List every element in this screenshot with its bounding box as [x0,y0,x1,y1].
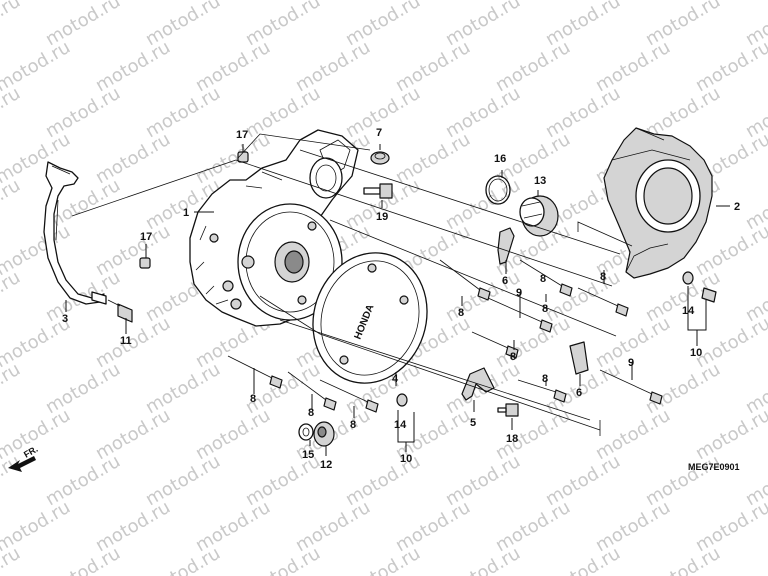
part-1-crankcase-cover[interactable] [189,129,359,327]
callout-c8c: 8 [350,419,356,431]
watermark-text: motod.ru [342,543,424,576]
callout-c19: 19 [376,211,388,223]
watermark-text: motod.ru [0,543,24,576]
callout-c8i: 8 [540,273,546,285]
part-16-o-ring[interactable] [485,175,511,205]
callout-c17b: 17 [140,231,152,243]
watermark-text: motod.ru [0,0,24,50]
callout-c7: 7 [376,127,382,139]
callout-c14b: 14 [682,305,695,317]
part-17-dowel-lower[interactable] [139,257,151,269]
watermark-text: motod.ru [692,313,768,372]
callout-c1: 1 [183,207,189,219]
callout-c6b: 6 [576,387,582,399]
callout-c8a: 8 [250,393,256,405]
part-19-bolt[interactable] [363,183,393,199]
watermark-text: motod.ru [692,497,768,556]
callout-c10b: 10 [690,347,702,359]
leader-lines [65,144,730,456]
callout-c2: 2 [734,201,740,213]
callout-c8f: 8 [542,303,548,315]
watermark-text: motod.ru [692,405,768,464]
watermark-text: motod.ru [0,267,24,326]
part-12-seal[interactable] [313,421,335,447]
callout-c16: 16 [494,153,506,165]
callout-c3: 3 [62,313,68,325]
part-13-plug[interactable] [519,195,559,237]
reference-lines [71,133,633,436]
watermark-text: motod.ru [442,543,524,576]
watermark-text: motod.ru [0,83,24,142]
diagram-code: MEG7E0901 [688,462,740,472]
callout-c18: 18 [506,433,518,445]
watermark-text: motod.ru [42,543,124,576]
part-2-sprocket-cover[interactable] [603,127,713,279]
callout-c12: 12 [320,459,332,471]
part-18-bolt[interactable] [497,403,519,417]
callout-c6a: 6 [502,275,508,287]
callout-c14a: 14 [394,419,407,431]
callout-c10a: 10 [400,453,412,465]
watermark-text: motod.ru [0,175,24,234]
part-14-washer-right[interactable] [682,271,717,303]
part-6-clip-lower[interactable] [569,341,589,375]
watermark-text: motod.ru [542,543,624,576]
part-7-grommet[interactable] [370,151,390,165]
callout-c8b: 8 [308,407,314,419]
callout-c4: 4 [392,373,399,385]
callout-c11: 11 [120,335,132,347]
part-4-outer-cover[interactable]: HONDA [296,238,443,398]
callout-c9a: 9 [516,287,522,299]
part-11-bolt[interactable] [91,291,133,323]
callout-c9b: 9 [628,357,634,369]
watermark-text: motod.ru [0,359,24,418]
watermark-text: motod.ru [142,543,224,576]
callout-c8d: 8 [458,307,464,319]
callout-c13: 13 [534,175,546,187]
callout-c8g: 8 [542,373,548,385]
callout-c8h: 8 [600,271,606,283]
callout-c5: 5 [470,417,476,429]
watermark-text: motod.ru [742,543,768,576]
part-3-bracket[interactable] [43,161,105,305]
part-17-dowel-upper[interactable] [237,151,249,163]
part-15-washer[interactable] [298,423,314,441]
watermark-text: motod.ru [0,451,24,510]
watermark-text: motod.ru [692,37,768,96]
watermark-text: motod.ru [692,221,768,280]
callout-c15: 15 [302,449,314,461]
bolts-8-9[interactable] [227,259,663,413]
watermark-text: motod.ru [642,543,724,576]
part-14-washer-lower[interactable] [396,393,408,407]
watermark-text: motod.ru [242,543,324,576]
callout-c8e: 8 [510,351,516,363]
callout-c17a: 17 [236,129,248,141]
